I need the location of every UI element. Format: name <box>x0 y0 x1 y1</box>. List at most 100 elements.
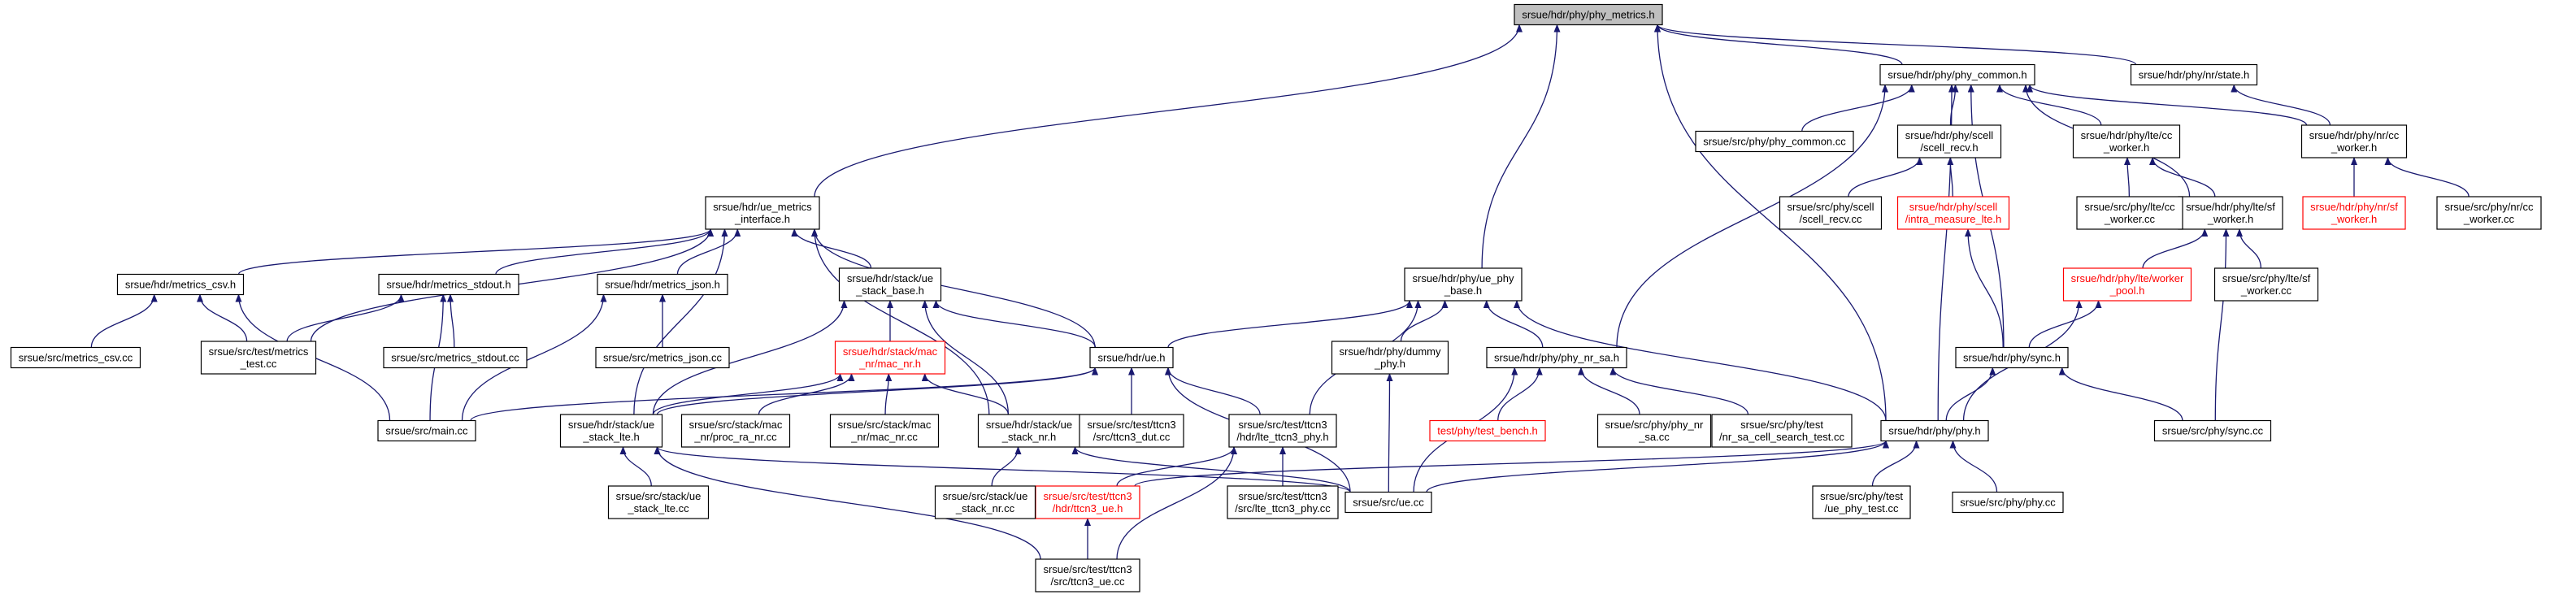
node-box <box>1514 3 1663 26</box>
node-box <box>1955 346 2069 369</box>
edge-ue-stack-nr-h-to-ue-stack-base <box>921 300 1009 415</box>
node-label: srsue/hdr/phy/sync.h <box>1963 352 2061 364</box>
node-phy-nr-sa-cc[interactable]: srsue/src/phy/phy_nr_sa.cc <box>1596 414 1712 448</box>
node-label: _worker.cc <box>2463 213 2515 225</box>
node-metrics-stdout-cc[interactable]: srsue/src/metrics_stdout.cc <box>383 346 528 369</box>
edge-ue-h-to-ue-phy-base <box>1167 300 1413 348</box>
node-box <box>1035 485 1140 519</box>
node-box <box>10 346 141 369</box>
node-label: srsue/src/metrics_csv.cc <box>19 352 133 364</box>
node-metrics-csv-cc[interactable]: srsue/src/metrics_csv.cc <box>10 346 141 369</box>
node-label: srsue/src/phy/test <box>1740 419 1823 431</box>
node-sync-h[interactable]: srsue/hdr/phy/sync.h <box>1955 346 2069 369</box>
edge-sync-cc-to-lte-sf-worker-h <box>2214 228 2230 421</box>
node-ue-phy-base[interactable]: srsue/hdr/phy/ue_phy_base.h <box>1404 267 1523 302</box>
node-phy-metrics[interactable]: srsue/hdr/phy/phy_metrics.h <box>1514 3 1663 26</box>
edge-lte-cc-worker-cc-to-lte-cc-worker-h <box>2124 157 2131 197</box>
node-phy-cc[interactable]: srsue/src/phy/phy.cc <box>1952 491 2064 514</box>
node-ue-h[interactable]: srsue/hdr/ue.h <box>1089 346 1174 369</box>
node-intra-measure-lte[interactable]: srsue/hdr/phy/scell/intra_measure_lte.h <box>1896 196 2010 230</box>
node-test-bench[interactable]: test/phy/test_bench.h <box>1429 419 1546 442</box>
node-mac-nr-cc[interactable]: srsue/src/stack/mac_nr/mac_nr.cc <box>829 414 940 448</box>
node-label: srsue/hdr/phy/phy_metrics.h <box>1522 9 1654 21</box>
node-box <box>2302 196 2406 230</box>
node-label: srsue/hdr/stack/ue <box>847 272 933 284</box>
node-ue-metrics-interface[interactable]: srsue/hdr/ue_metrics_interface.h <box>705 196 820 230</box>
node-label: srsue/hdr/phy/lte/cc <box>2081 129 2173 141</box>
node-lte-sf-worker-h[interactable]: srsue/hdr/phy/lte/sf_worker.h <box>2178 196 2283 230</box>
node-label: srsue/src/test/ttcn3 <box>1238 490 1327 502</box>
node-ttcn3-dut[interactable]: srsue/src/test/ttcn3/src/ttcn3_dut.cc <box>1079 414 1184 448</box>
edge-ue-stack-base-to-ue-metrics-interface <box>791 228 872 269</box>
node-label: _stack_lte.cc <box>627 502 689 514</box>
node-ttcn3-ue-cc[interactable]: srsue/src/test/ttcn3/src/ttcn3_ue.cc <box>1035 558 1140 592</box>
edge-phy-h-to-phy-metrics <box>1654 24 1887 421</box>
node-label: srsue/src/stack/ue <box>943 490 1028 502</box>
node-label: srsue/hdr/phy/nr/state.h <box>2139 69 2250 81</box>
node-metrics-test-cc[interactable]: srsue/src/test/metrics_test.cc <box>200 341 317 375</box>
node-lte-ttcn3-phy-cc[interactable]: srsue/src/test/ttcn3/src/lte_ttcn3_phy.c… <box>1227 485 1339 519</box>
node-phy-h[interactable]: srsue/hdr/phy/phy.h <box>1880 419 1989 442</box>
node-main-cc[interactable]: srsue/src/main.cc <box>377 419 476 442</box>
node-ue-stack-lte-cc[interactable]: srsue/src/stack/ue_stack_lte.cc <box>607 485 710 519</box>
node-phy-common-cc[interactable]: srsue/src/phy/phy_common.cc <box>1695 130 1854 153</box>
node-metrics-json-h[interactable]: srsue/hdr/metrics_json.h <box>597 273 728 296</box>
edge-test-bench-to-phy-nr-sa <box>1497 367 1543 421</box>
node-lte-sf-worker-cc[interactable]: srsue/src/phy/lte/sf_worker.cc <box>2213 267 2319 302</box>
node-lte-worker-pool[interactable]: srsue/hdr/phy/lte/worker_pool.h <box>2062 267 2192 302</box>
node-ue-stack-base[interactable]: srsue/hdr/stack/ue_stack_base.h <box>838 267 942 302</box>
edge-metrics-json-h-to-ue-metrics-interface <box>676 228 741 275</box>
node-box <box>977 414 1081 448</box>
node-ue-stack-lte-h[interactable]: srsue/hdr/stack/ue_stack_lte.h <box>559 414 663 448</box>
node-nr-sa-cell-search[interactable]: srsue/src/phy/test/nr_sa_cell_search_tes… <box>1711 414 1853 448</box>
node-ue-stack-nr-h[interactable]: srsue/hdr/stack/ue_stack_nr.h <box>977 414 1081 448</box>
node-nr-cc-worker-cc[interactable]: srsue/src/phy/nr/cc_worker.cc <box>2436 196 2542 230</box>
edge-ue-h-to-ue-metrics-interface <box>811 228 1096 348</box>
node-box <box>1880 419 1989 442</box>
node-metrics-csv-h[interactable]: srsue/hdr/metrics_csv.h <box>116 273 245 296</box>
node-proc-ra-nr[interactable]: srsue/src/stack/mac_nr/proc_ra_nr.cc <box>680 414 791 448</box>
node-ue-phy-test[interactable]: srsue/src/phy/test/ue_phy_test.cc <box>1812 485 1911 519</box>
edge-ue-cc-to-dummy-phy <box>1386 373 1393 493</box>
node-nr-sf-worker-h[interactable]: srsue/hdr/phy/nr/sf_worker.h <box>2302 196 2406 230</box>
node-box <box>1779 196 1883 230</box>
node-sync-cc[interactable]: srsue/src/phy/sync.cc <box>2153 419 2272 442</box>
node-ue-cc[interactable]: srsue/src/ue.cc <box>1344 491 1432 514</box>
node-label: _interface.h <box>734 213 790 225</box>
edge-phy-nr-sa-cc-to-phy-nr-sa <box>1578 367 1640 415</box>
node-ue-stack-nr-cc[interactable]: srsue/src/stack/ue_stack_nr.cc <box>934 485 1036 519</box>
edge-metrics-csv-h-to-ue-metrics-interface <box>237 228 714 276</box>
edge-mac-nr-cc-to-mac-nr-h <box>884 373 893 415</box>
node-label: _worker.h <box>2331 141 2377 154</box>
node-box <box>1035 558 1140 592</box>
node-lte-cc-worker-cc[interactable]: srsue/src/phy/lte/cc_worker.cc <box>2076 196 2183 230</box>
node-nr-state[interactable]: srsue/hdr/phy/nr/state.h <box>2130 63 2258 86</box>
node-lte-ttcn3-phy-h[interactable]: srsue/src/test/ttcn3/hdr/lte_ttcn3_phy.h <box>1228 414 1337 448</box>
node-box <box>1896 196 2010 230</box>
node-ttcn3-ue-h[interactable]: srsue/src/test/ttcn3/hdr/ttcn3_ue.h <box>1035 485 1140 519</box>
node-box <box>2436 196 2542 230</box>
edge-ue-stack-nr-cc-to-ue-stack-nr-h <box>991 446 1022 487</box>
edge-ue-cc-to-phy-h <box>1426 440 1889 493</box>
node-nr-cc-worker-h[interactable]: srsue/hdr/phy/nr/cc_worker.h <box>2300 124 2408 158</box>
node-label: test/phy/test_bench.h <box>1437 425 1538 437</box>
node-phy-common-h[interactable]: srsue/hdr/phy/phy_common.h <box>1879 63 2035 86</box>
node-phy-nr-sa[interactable]: srsue/hdr/phy/phy_nr_sa.h <box>1486 346 1627 369</box>
node-label: srsue/hdr/phy/scell <box>1905 129 1993 141</box>
node-dummy-phy[interactable]: srsue/hdr/phy/dummy_phy.h <box>1331 341 1449 375</box>
node-box <box>378 273 519 296</box>
node-scell-recv-cc[interactable]: srsue/src/phy/scell/scell_recv.cc <box>1779 196 1883 230</box>
node-metrics-stdout-h[interactable]: srsue/hdr/metrics_stdout.h <box>378 273 519 296</box>
node-metrics-json-cc[interactable]: srsue/src/metrics_json.cc <box>595 346 730 369</box>
node-box <box>1711 414 1853 448</box>
node-lte-cc-worker-h[interactable]: srsue/hdr/phy/lte/cc_worker.h <box>2072 124 2181 158</box>
node-box <box>838 267 942 302</box>
node-box <box>2213 267 2319 302</box>
node-scell-recv-h[interactable]: srsue/hdr/phy/scell/scell_recv.h <box>1896 124 2002 158</box>
node-mac-nr-h[interactable]: srsue/hdr/stack/mac_nr/mac_nr.h <box>834 341 946 375</box>
node-label: srsue/src/metrics_stdout.cc <box>391 352 519 364</box>
node-box <box>829 414 940 448</box>
node-box <box>680 414 791 448</box>
node-box <box>1896 124 2002 158</box>
node-box <box>1812 485 1911 519</box>
